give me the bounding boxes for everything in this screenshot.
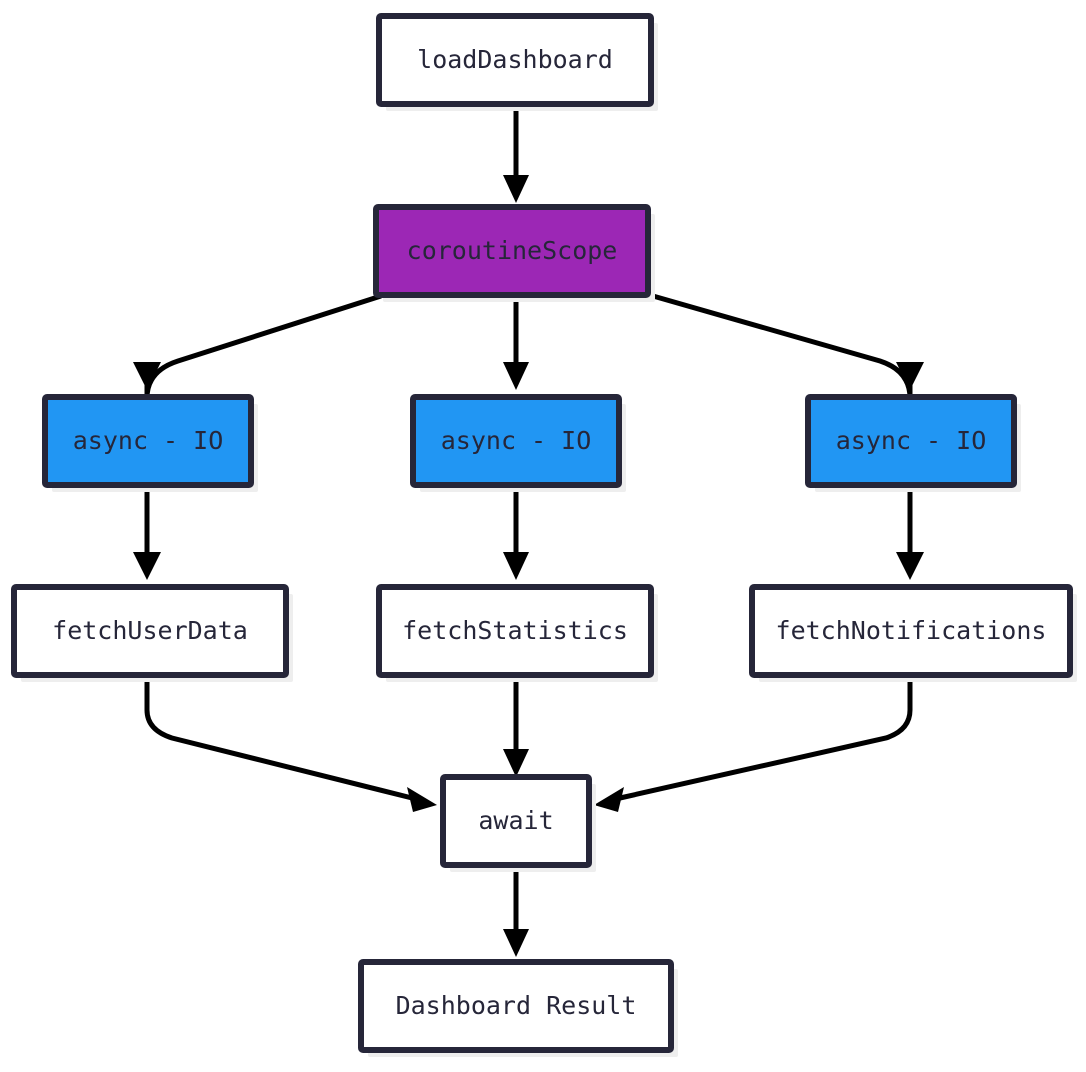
node-dashboardresult-label: Dashboard Result xyxy=(396,991,637,1020)
node-fetchnotifications[interactable]: fetchNotifications xyxy=(749,584,1077,682)
node-await-label: await xyxy=(478,806,553,835)
node-async-io-2[interactable]: async - IO xyxy=(410,394,626,492)
edge-coroutinescope-to-async-io-1 xyxy=(133,293,382,399)
edge-coroutinescope-to-async-io-2 xyxy=(503,299,529,390)
node-coroutinescope-label: coroutineScope xyxy=(407,236,618,265)
node-dashboardresult-box[interactable] xyxy=(358,959,674,1053)
node-async-io-3-label: async - IO xyxy=(836,426,987,455)
edge-async-io-1-to-fetchuserdata xyxy=(133,489,161,580)
node-coroutinescope-box[interactable] xyxy=(373,204,651,298)
node-loaddashboard[interactable]: loadDashboard xyxy=(376,13,658,111)
node-await-box[interactable] xyxy=(440,774,592,868)
node-loaddashboard-label: loadDashboard xyxy=(417,45,613,74)
node-async-io-3[interactable]: async - IO xyxy=(805,394,1021,492)
edge-async-io-3-to-fetchnotifications xyxy=(896,489,924,580)
node-dashboardresult[interactable]: Dashboard Result xyxy=(358,959,678,1057)
edge-fetchnotifications-to-await xyxy=(594,679,913,812)
edge-coroutinescope-to-async-io-3 xyxy=(652,293,924,399)
node-await[interactable]: await xyxy=(440,774,596,872)
node-async-io-1[interactable]: async - IO xyxy=(42,394,258,492)
node-async-io-1-box[interactable] xyxy=(42,394,254,488)
node-fetchuserdata-box[interactable] xyxy=(11,584,289,678)
edge-loaddashboard-to-coroutinescope xyxy=(503,105,529,203)
node-coroutinescope[interactable]: coroutineScope xyxy=(373,204,655,302)
edge-layer xyxy=(133,105,924,957)
node-loaddashboard-box[interactable] xyxy=(376,13,654,107)
edge-fetchstatistics-to-await xyxy=(503,679,529,777)
node-fetchnotifications-label: fetchNotifications xyxy=(776,616,1047,645)
node-async-io-3-box[interactable] xyxy=(805,394,1017,488)
node-async-io-1-label: async - IO xyxy=(73,426,224,455)
edge-fetchuserdata-to-await xyxy=(144,679,437,812)
node-fetchnotifications-box[interactable] xyxy=(749,584,1073,678)
node-fetchuserdata-label: fetchUserData xyxy=(52,616,248,645)
node-async-io-2-box[interactable] xyxy=(410,394,622,488)
edge-await-to-dashboardresult xyxy=(503,865,529,957)
node-fetchstatistics-label: fetchStatistics xyxy=(402,616,628,645)
node-async-io-2-label: async - IO xyxy=(441,426,592,455)
node-fetchuserdata[interactable]: fetchUserData xyxy=(11,584,293,682)
node-fetchstatistics[interactable]: fetchStatistics xyxy=(376,584,658,682)
node-fetchstatistics-box[interactable] xyxy=(376,584,654,678)
edge-async-io-2-to-fetchstatistics xyxy=(503,489,529,580)
